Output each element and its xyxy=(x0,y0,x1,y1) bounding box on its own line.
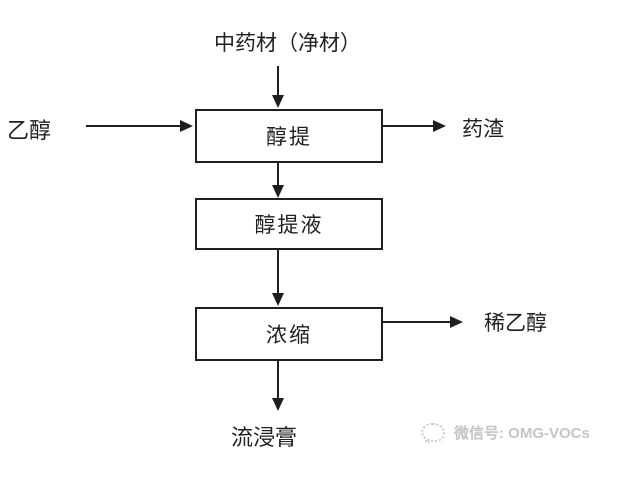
node-source-material-label: 中药材（净材） xyxy=(214,31,361,55)
connector-line-ethanol-to-extraction xyxy=(86,125,180,127)
process-box-extract-liquid-label: 醇提液 xyxy=(254,213,324,237)
connector-line-liquid-to-concentration xyxy=(277,250,279,293)
arrow-right-icon xyxy=(450,316,463,328)
process-box-extraction: 醇提 xyxy=(195,109,383,163)
node-ethanol-input-label: 乙醇 xyxy=(7,118,52,143)
process-box-extraction-label: 醇提 xyxy=(266,125,312,149)
process-box-concentration: 浓缩 xyxy=(195,307,383,361)
connector-line-extraction-to-residue xyxy=(383,125,433,127)
arrow-down-icon xyxy=(272,293,284,306)
connector-line-extraction-to-liquid xyxy=(277,163,279,185)
arrow-right-icon xyxy=(433,120,446,132)
watermark-text: 微信号: OMG-VOCs xyxy=(454,424,590,442)
connector-line-concentration-to-fluid-extract xyxy=(277,361,279,398)
wechat-logo-icon xyxy=(420,421,446,444)
node-residue-output-label: 药渣 xyxy=(462,117,504,141)
arrow-down-icon xyxy=(272,185,284,198)
arrow-right-icon xyxy=(180,120,193,132)
connector-line-concentration-to-dilute-ethanol xyxy=(383,321,450,323)
process-box-extract-liquid: 醇提液 xyxy=(195,198,383,250)
connector-line-source-to-extraction xyxy=(277,66,279,96)
node-dilute-ethanol-output-label: 稀乙醇 xyxy=(484,311,547,335)
process-box-concentration-label: 浓缩 xyxy=(266,323,312,347)
watermark: 微信号: OMG-VOCs xyxy=(420,421,590,444)
node-fluid-extract-output-label: 流浸膏 xyxy=(231,425,298,450)
arrow-down-icon xyxy=(272,398,284,411)
arrow-down-icon xyxy=(272,95,284,108)
